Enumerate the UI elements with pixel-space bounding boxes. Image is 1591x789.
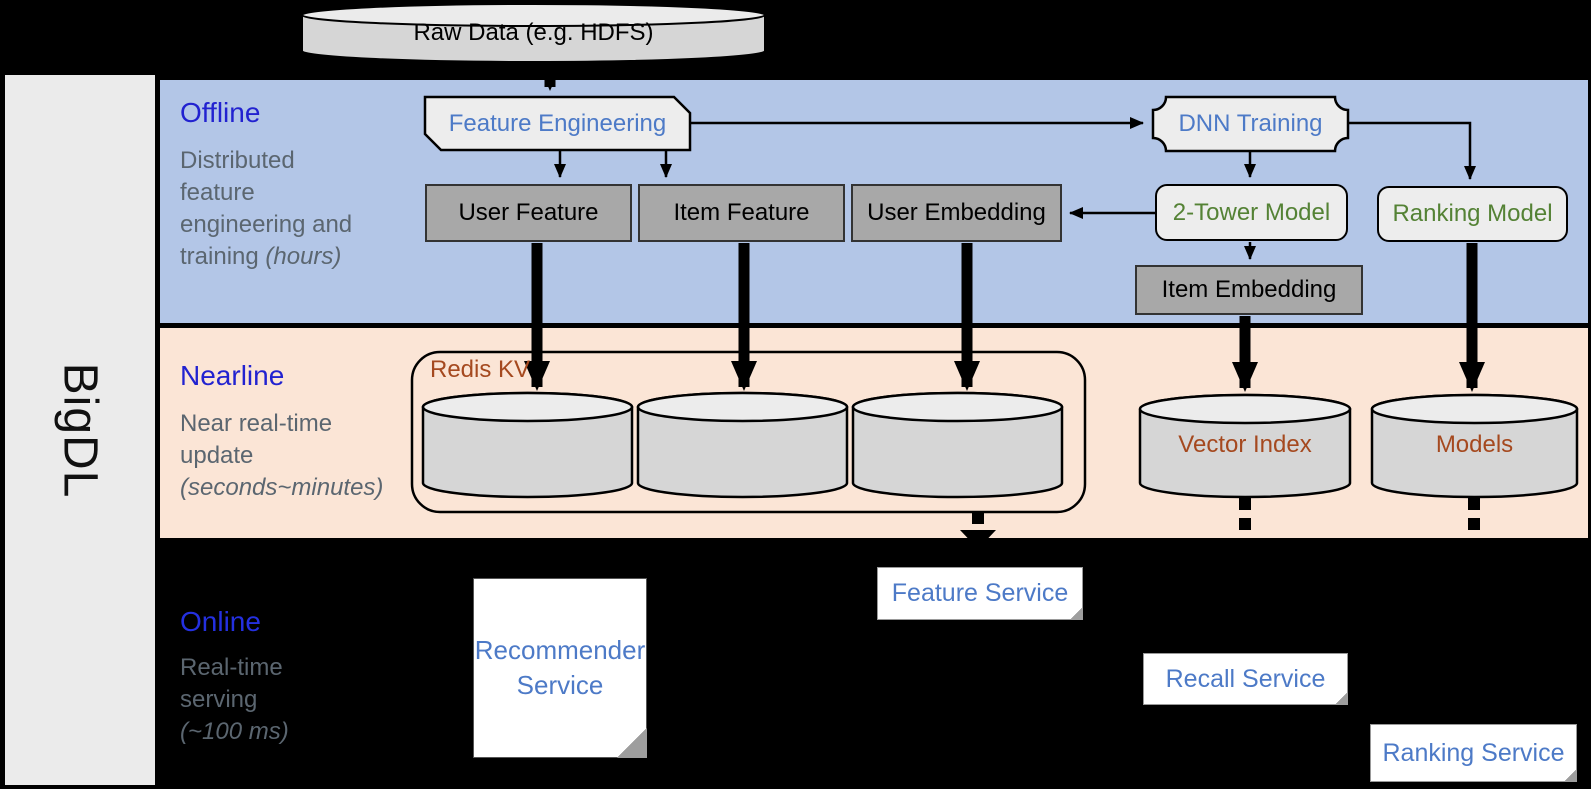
raw-data-cylinder xyxy=(301,3,766,63)
online-title: Online xyxy=(180,606,261,637)
ranking-service-label: Ranking Service xyxy=(1370,724,1577,782)
bigdl-sidebar: BigDL xyxy=(5,75,155,785)
nearline-description: Near real-time update (seconds~minutes) xyxy=(180,410,384,501)
offline-title: Offline xyxy=(180,97,261,128)
user-embedding-box: User Embedding xyxy=(851,184,1062,242)
feature-service-label: Feature Service xyxy=(877,567,1083,620)
item-embedding-box: Item Embedding xyxy=(1135,265,1363,315)
recommender-service-doc: Recommender Service xyxy=(473,578,647,758)
recommender-service-label: Recommender Service xyxy=(473,578,647,758)
redis-cylinder-3 xyxy=(851,391,1064,499)
vector-index-label: Vector Index xyxy=(1178,431,1312,458)
user-feature-box: User Feature xyxy=(425,184,632,242)
recall-service-label: Recall Service xyxy=(1143,653,1348,705)
dnn-training-label: DNN Training xyxy=(1178,110,1323,137)
feature-engineering-shape xyxy=(423,95,692,152)
dashed-line-vector-index-to-recall-service xyxy=(1239,498,1251,530)
online-description: Real-time serving (~100 ms) xyxy=(180,654,289,745)
nearline-title: Nearline xyxy=(180,360,285,391)
dashed-line-models-to-ranking-service xyxy=(1468,498,1480,530)
ranking-model-box: Ranking Model xyxy=(1377,186,1568,242)
two-tower-model-box: 2-Tower Model xyxy=(1155,184,1348,241)
redis-cylinder-1 xyxy=(421,391,634,499)
vector-index-cylinder xyxy=(1138,393,1352,499)
dashed-arrow-redis-to-feature-service xyxy=(960,512,996,549)
redis-kv-label: Redis KV xyxy=(430,356,531,383)
recall-service-box: Recall Service xyxy=(1143,653,1348,705)
item-feature-box: Item Feature xyxy=(638,184,845,242)
arrow-dnn-training-to-ranking-model xyxy=(1348,121,1476,180)
models-label: Models xyxy=(1435,431,1514,458)
models-cylinder xyxy=(1370,393,1579,499)
dnn-training-shape xyxy=(1151,95,1350,153)
feature-service-box: Feature Service xyxy=(877,567,1083,620)
feature-engineering-label: Feature Engineering xyxy=(448,109,667,137)
redis-cylinder-2 xyxy=(636,391,849,499)
offline-description: Distributed feature engineering and trai… xyxy=(180,147,353,270)
ranking-service-box: Ranking Service xyxy=(1370,724,1577,782)
raw-data-label: Raw Data (e.g. HDFS) xyxy=(413,19,654,46)
